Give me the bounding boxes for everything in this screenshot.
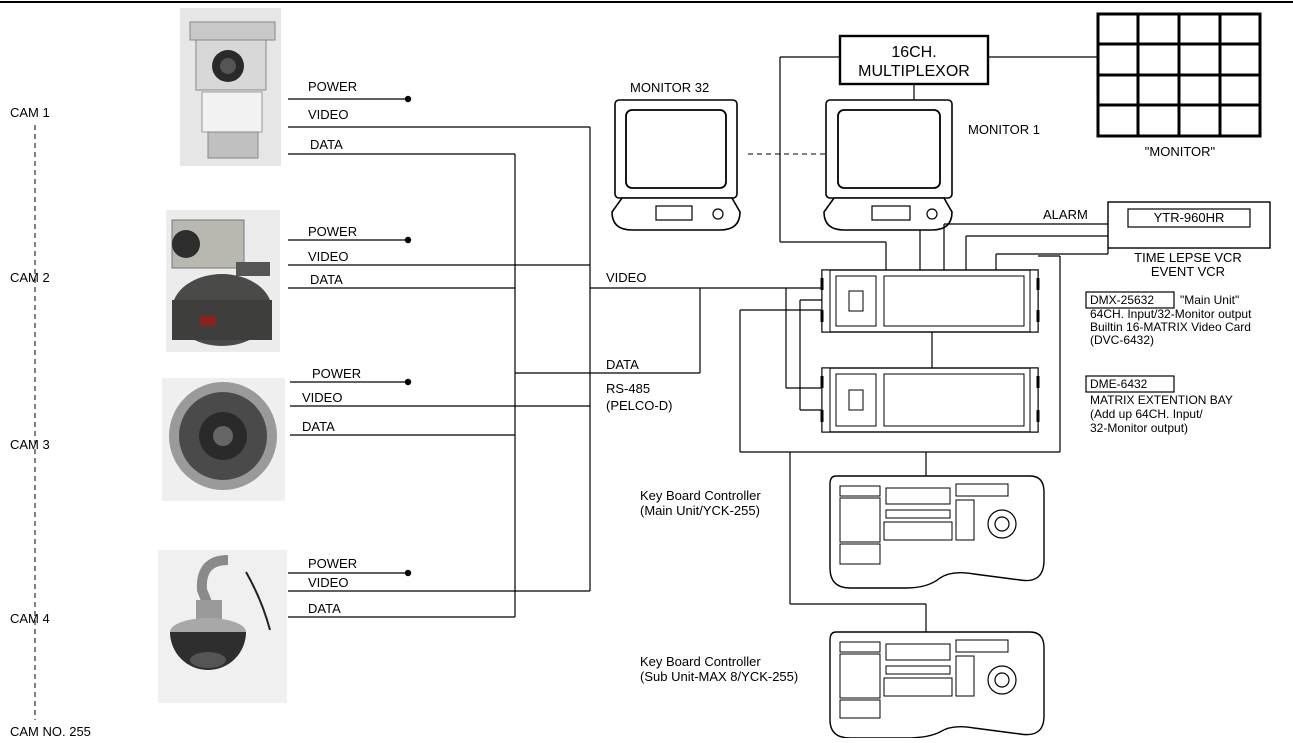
- kb-main-line2: (Main Unit/YCK-255): [640, 503, 760, 518]
- cam2-video-label: VIDEO: [308, 249, 348, 264]
- kb-sub-icon: [829, 631, 1045, 739]
- cam2-power-terminal: [404, 236, 412, 244]
- main-unit-line1: 64CH. Input/32-Monitor output: [1090, 307, 1252, 321]
- cam2-label: CAM 2: [10, 270, 50, 285]
- main-unit-line2: Builtin 16-MATRIX Video Card: [1090, 320, 1251, 334]
- ext-bay-line2: (Add up 64CH. Input/: [1090, 407, 1203, 421]
- kb-main-line1: Key Board Controller: [640, 488, 761, 503]
- cam3-power-label: POWER: [312, 366, 361, 381]
- cam4-power-label: POWER: [308, 556, 357, 571]
- ext-bay-line1: MATRIX EXTENTION BAY: [1090, 393, 1233, 407]
- cam255-label: CAM NO. 255: [10, 724, 91, 738]
- cam4-video-label: VIDEO: [308, 575, 348, 590]
- cam1-label: CAM 1: [10, 105, 50, 120]
- ext-bay-line3: 32-Monitor output): [1090, 421, 1188, 435]
- main-unit-model-box: [1085, 291, 1175, 309]
- cam3-photo: [162, 378, 285, 501]
- vcr-line1: TIME LEPSE VCR: [1134, 250, 1242, 265]
- data-bus-label: DATA: [606, 357, 639, 372]
- kb-main-icon: [829, 475, 1045, 589]
- main-unit-rack: [820, 269, 1040, 333]
- vcr-model-box: [1127, 208, 1251, 228]
- rs485-label: RS-485: [606, 381, 650, 396]
- vcr-model: YTR-960HR: [1154, 210, 1225, 225]
- cam3-power-terminal: [404, 378, 412, 386]
- kb-sub-line2: (Sub Unit-MAX 8/YCK-255): [640, 669, 798, 684]
- multiplexor-line2: MULTIPLEXOR: [858, 63, 970, 80]
- monitor32-icon: [611, 99, 741, 231]
- cam3-data-label: DATA: [302, 419, 335, 434]
- pelco-label: (PELCO-D): [606, 398, 672, 413]
- cam1-power-terminal: [404, 95, 412, 103]
- main-unit-line3: (DVC-6432): [1090, 333, 1154, 347]
- main-unit-model: DMX-25632: [1090, 293, 1154, 307]
- alarm-label: ALARM: [1043, 207, 1088, 222]
- cam3-label: CAM 3: [10, 437, 50, 452]
- multiplexor-line1: 16CH.: [891, 44, 936, 61]
- kb-sub-line1: Key Board Controller: [640, 654, 761, 669]
- cam1-power-label: POWER: [308, 79, 357, 94]
- monitor32-label: MONITOR 32: [630, 80, 709, 95]
- extension-bay-rack: [820, 367, 1040, 433]
- monitor-grid-label: "MONITOR": [1145, 144, 1216, 159]
- video-bus-label: VIDEO: [606, 270, 646, 285]
- monitor-grid-16: [1096, 12, 1262, 138]
- vcr-line2: EVENT VCR: [1151, 264, 1225, 279]
- cam4-power-terminal: [404, 569, 412, 577]
- cam3-video-label: VIDEO: [302, 390, 342, 405]
- cam2-photo: [166, 210, 280, 352]
- cam1-video-label: VIDEO: [308, 107, 348, 122]
- monitor1-icon: [823, 99, 953, 231]
- cam2-power-label: POWER: [308, 224, 357, 239]
- cam4-photo: [158, 550, 287, 703]
- ext-bay-model-box: [1085, 375, 1175, 393]
- cam2-data-label: DATA: [310, 272, 343, 287]
- cam4-data-label: DATA: [308, 601, 341, 616]
- cam1-data-label: DATA: [310, 137, 343, 152]
- cam4-label: CAM 4: [10, 611, 50, 626]
- main-unit-name: "Main Unit": [1180, 293, 1239, 307]
- monitor1-label: MONITOR 1: [968, 122, 1040, 137]
- cam1-photo: [180, 8, 281, 166]
- ext-bay-model: DME-6432: [1090, 377, 1148, 391]
- multiplexor-box: [838, 34, 990, 86]
